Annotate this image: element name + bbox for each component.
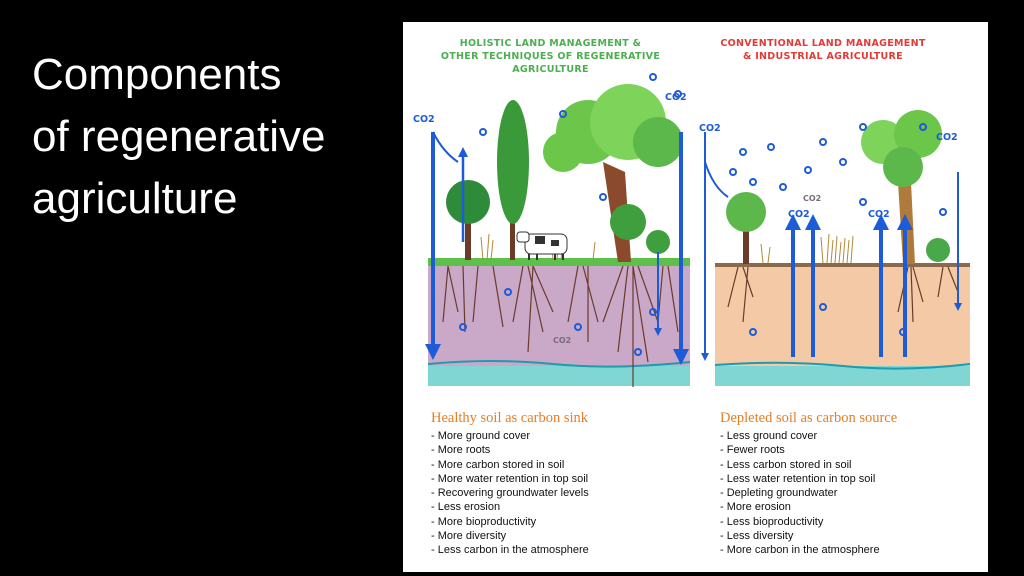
depleted-co2-bubbles (729, 123, 947, 336)
depleted-soil-list: - Less ground cover - Fewer roots - Less… (720, 429, 880, 558)
list-item: - Less carbon in the atmosphere (431, 544, 589, 557)
illustration-drawing (425, 73, 971, 387)
slide-title: Components of regenerative agriculture (32, 44, 392, 230)
list-item: - More water retention in top soil (431, 472, 589, 485)
healthy-arrows (425, 132, 689, 365)
healthy-soil-title: Healthy soil as carbon sink (431, 410, 589, 426)
list-item: - Less diversity (720, 530, 794, 543)
list-item: - More roots (431, 444, 491, 457)
slide-title-line-2: of regenerative (32, 112, 326, 161)
depleted-soil-title: Depleted soil as carbon source (720, 410, 898, 426)
healthy-scene (425, 73, 691, 387)
depleted-ground-cover (715, 263, 970, 267)
regenerative-header-line-2: OTHER TECHNIQUES OF REGENERATIVE (440, 51, 661, 62)
co2-label: CO2 (803, 194, 822, 203)
list-item: - More carbon stored in soil (431, 458, 565, 471)
illustration-panel: HOLISTIC LAND MANAGEMENT & OTHER TECHNIQ… (403, 22, 988, 572)
depleted-soil (715, 265, 970, 367)
regenerative-header: HOLISTIC LAND MANAGEMENT & OTHER TECHNIQ… (413, 37, 688, 76)
healthy-groundwater (428, 366, 690, 386)
co2-label: CO2 (936, 132, 958, 143)
list-item: - More ground cover (431, 430, 531, 442)
list-item: - Recovering groundwater levels (431, 487, 589, 500)
list-item: - More carbon in the atmosphere (720, 544, 880, 557)
co2-label: CO2 (413, 114, 435, 125)
regenerative-header-line-1: HOLISTIC LAND MANAGEMENT & (459, 38, 642, 49)
list-item: - Less carbon stored in soil (720, 458, 852, 471)
co2-label: CO2 (553, 336, 572, 345)
co2-label: CO2 (788, 209, 810, 220)
conventional-header: CONVENTIONAL LAND MANAGEMENT & INDUSTRIA… (698, 37, 948, 63)
list-item: - Fewer roots (720, 444, 785, 457)
healthy-ground-cover (428, 258, 690, 266)
list-item: - Less ground cover (720, 430, 818, 442)
slide-title-line-1: Components (32, 50, 282, 99)
healthy-trees (446, 84, 683, 262)
regenerative-header-line-3: AGRICULTURE (512, 64, 589, 75)
co2-label: CO2 (699, 123, 721, 134)
depleted-groundwater (715, 366, 970, 386)
conventional-header-line-2: & INDUSTRIAL AGRICULTURE (743, 51, 903, 62)
depleted-grasses (760, 233, 854, 264)
list-item: - More erosion (720, 501, 791, 514)
healthy-co2-bubbles (459, 73, 682, 356)
slide-title-line-3: agriculture (32, 174, 238, 223)
list-item: - Less bioproductivity (720, 515, 824, 528)
healthy-soil-list: - More ground cover - More roots - More … (431, 429, 589, 558)
list-item: - Less erosion (431, 501, 501, 514)
depleted-trees (726, 110, 950, 264)
healthy-roots (442, 265, 679, 387)
conventional-header-line-1: CONVENTIONAL LAND MANAGEMENT (720, 38, 926, 49)
cow (516, 231, 568, 260)
list-item: - Less water retention in top soil (720, 472, 876, 485)
list-item: - More diversity (431, 530, 507, 543)
list-item: - More bioproductivity (431, 515, 537, 528)
co2-label: CO2 (868, 209, 890, 220)
depleted-scene (701, 110, 971, 386)
list-item: - Depleting groundwater (720, 487, 838, 500)
co2-label: CO2 (665, 92, 687, 103)
